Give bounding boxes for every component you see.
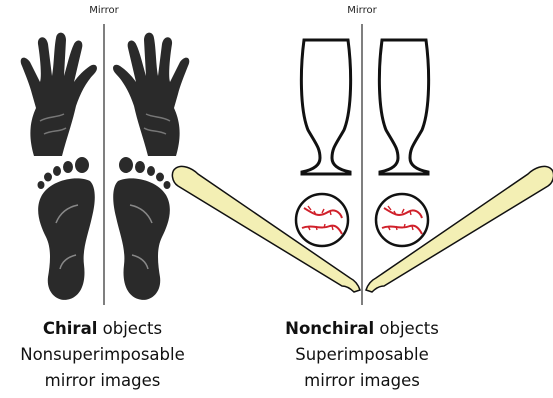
chiral-caption-line1: Chiral objects xyxy=(0,316,205,342)
left-hand-icon xyxy=(21,33,97,156)
nonchiral-caption-emphasis: Nonchiral xyxy=(285,319,374,338)
nonchiral-caption: Nonchiral objects Superimposable mirror … xyxy=(262,316,462,394)
nonchiral-caption-rest: objects xyxy=(374,319,439,338)
chiral-caption-line2: Nonsuperimposable xyxy=(0,342,205,368)
nonchiral-caption-line3: mirror images xyxy=(262,368,462,394)
right-hand-icon xyxy=(113,33,189,156)
right-baseball-icon xyxy=(376,194,428,246)
left-baseball-icon xyxy=(296,194,348,246)
right-wine-glass-icon xyxy=(379,40,428,174)
chiral-caption-rest: objects xyxy=(97,319,162,338)
nonchiral-caption-line2: Superimposable xyxy=(262,342,462,368)
mirror-label-right: Mirror xyxy=(332,5,392,16)
mirror-label-left: Mirror xyxy=(74,5,134,16)
chiral-caption: Chiral objects Nonsuperimposable mirror … xyxy=(0,316,205,394)
chiral-caption-line3: mirror images xyxy=(0,368,205,394)
chiral-caption-emphasis: Chiral xyxy=(43,319,97,338)
chirality-diagram xyxy=(0,0,553,310)
right-foot-icon xyxy=(113,157,170,300)
left-wine-glass-icon xyxy=(301,40,350,174)
nonchiral-caption-line1: Nonchiral objects xyxy=(262,316,462,342)
left-foot-icon xyxy=(38,157,95,300)
